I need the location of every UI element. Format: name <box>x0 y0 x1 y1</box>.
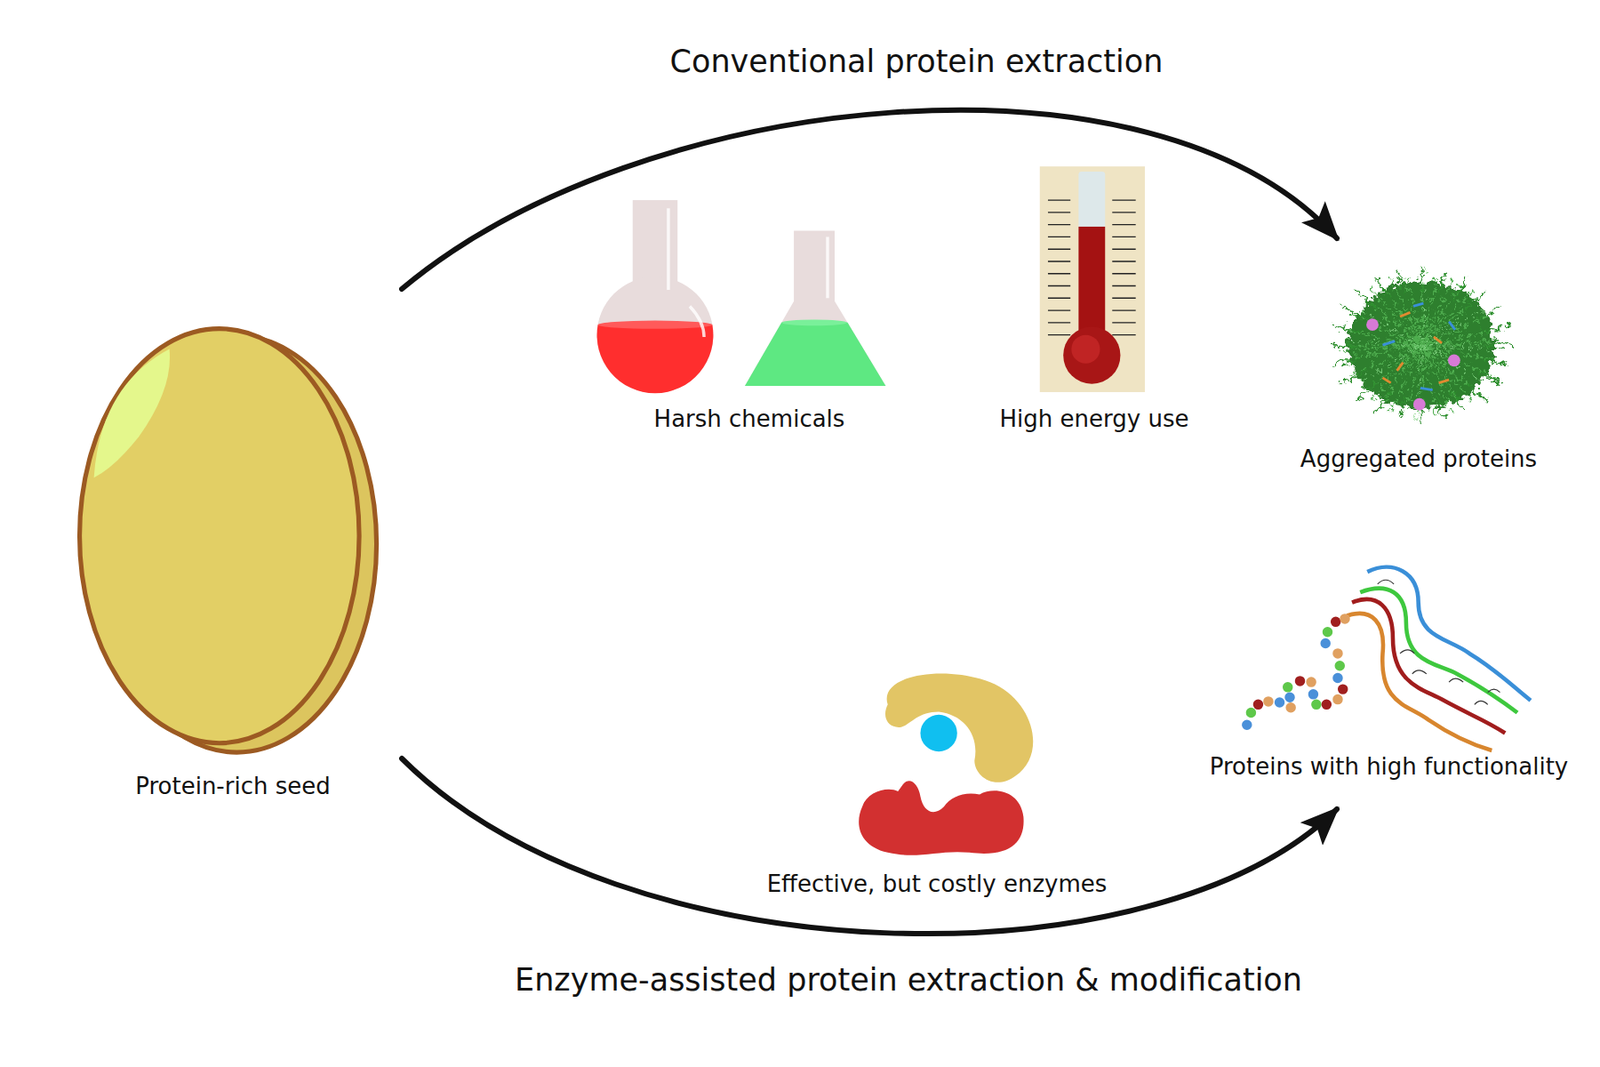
amino-acid-bead <box>1247 642 1338 725</box>
thermometer-card <box>1040 166 1145 392</box>
aggregate-speck <box>1366 318 1379 331</box>
node-label: Proteins with high functionality <box>1186 752 1592 781</box>
aggregate-node: Aggregated proteins <box>1280 238 1557 479</box>
protein-fibers <box>1344 267 1492 417</box>
amino-acid-bead <box>1257 621 1343 704</box>
flow-arrow <box>401 110 1337 289</box>
red-liquid <box>597 324 714 393</box>
seed-shape <box>64 284 402 809</box>
illustration-label: Harsh chemicals <box>393 404 1105 433</box>
aggregate-speck <box>1448 353 1461 367</box>
edge-label: Enzyme-assisted protein extraction & mod… <box>375 960 1442 999</box>
flow-arrow <box>401 758 1337 934</box>
seed-front <box>80 328 360 744</box>
disulfide-bond <box>1377 579 1501 704</box>
protein-fibers <box>1326 264 1511 420</box>
seed-highlight <box>94 349 170 479</box>
aggregate-speck <box>1413 398 1426 411</box>
enzyme-shape <box>885 672 1033 782</box>
glass-highlight <box>668 208 704 337</box>
green-liquid <box>744 322 886 386</box>
protein-chain <box>1346 613 1492 751</box>
illustration-label: Effective, but costly enzymes <box>581 869 1293 898</box>
substrate-circle <box>920 714 957 752</box>
aggregate-speck <box>1382 312 1449 383</box>
thermometer-bulb <box>1063 326 1120 384</box>
node-label: Protein-rich seed <box>64 771 402 800</box>
illustration-label: High energy use <box>738 404 1450 433</box>
bulb-highlight <box>1071 335 1100 364</box>
edge-label: Conventional protein extraction <box>383 42 1450 80</box>
node-label: Aggregated proteins <box>1280 444 1557 473</box>
functional-protein-node: Proteins with high functionality <box>1186 551 1592 809</box>
enzyme-shape <box>858 780 1024 856</box>
flask-bulb <box>597 276 714 393</box>
glass-highlight <box>825 236 829 298</box>
seed-node: Protein-rich seed <box>64 284 402 809</box>
liquid-surface <box>598 320 713 329</box>
erlenmeyer-flask <box>744 231 886 387</box>
amino-acid-bead <box>1268 618 1345 708</box>
liquid-surface <box>781 319 847 326</box>
aggregate-speck <box>1382 303 1456 391</box>
thermometer-tube <box>1078 171 1105 233</box>
